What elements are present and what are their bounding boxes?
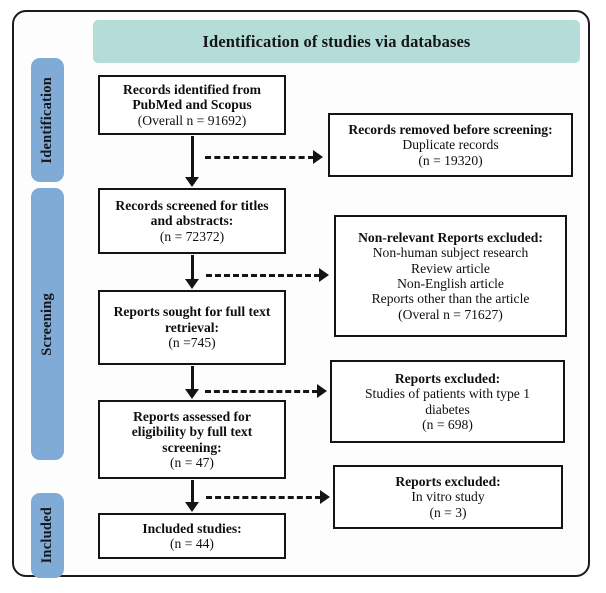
flow-box-records-removed: Records removed before screening: Duplic…	[328, 113, 573, 177]
flow-box-non-relevant-excluded: Non-relevant Reports excluded: Non-human…	[334, 215, 567, 337]
arrow-head	[320, 490, 330, 504]
stage-tab-screening: Screening	[31, 188, 64, 460]
flow-box-line: PubMed and Scopus	[132, 97, 252, 113]
flow-box-line: Records identified from	[123, 81, 261, 97]
flow-box-line: Reports sought for full text	[113, 304, 271, 320]
flow-box-line: Reports excluded:	[395, 473, 501, 489]
dashed-arrow-right-icon	[205, 384, 327, 398]
banner-title: Identification of studies via databases	[202, 31, 471, 51]
arrow-dashes	[206, 495, 321, 499]
arrow-down-icon	[185, 136, 199, 187]
flow-box-included-studies: Included studies: (n = 44)	[98, 513, 286, 559]
arrow-head	[185, 279, 199, 289]
arrow-down-icon	[185, 480, 199, 512]
flow-box-reports-sought: Reports sought for full text retrieval: …	[98, 290, 286, 365]
flow-box-line: retrieval:	[164, 319, 220, 335]
flow-box-line: In vitro study	[411, 489, 485, 505]
arrow-shaft	[190, 366, 194, 390]
diagram-banner: Identification of studies via databases	[93, 20, 580, 63]
arrow-head	[185, 389, 199, 399]
flow-box-line: and abstracts:	[150, 213, 234, 229]
flow-box-line: Reports excluded:	[394, 370, 501, 386]
arrow-head	[317, 384, 327, 398]
arrow-down-icon	[185, 366, 199, 399]
flow-box-line: diabetes	[425, 401, 470, 417]
arrow-shaft	[190, 480, 194, 503]
arrow-dashes	[205, 389, 318, 393]
flow-box-line: Records removed before screening:	[348, 121, 553, 137]
arrow-shaft	[190, 255, 194, 280]
flow-box-line: (n = 698)	[422, 416, 473, 432]
flow-box-line: (n = 44)	[170, 536, 214, 551]
flow-box-invitro-excluded: Reports excluded: In vitro study (n = 3)	[333, 465, 563, 529]
arrow-head	[185, 177, 199, 187]
arrow-head	[185, 502, 199, 512]
stage-tab-included: Included	[31, 493, 64, 578]
stage-tab-screening-label: Screening	[39, 292, 55, 356]
flow-box-line: (Overal n = 71627)	[398, 306, 503, 322]
arrow-down-icon	[185, 255, 199, 289]
flow-box-line: Included studies:	[142, 520, 242, 536]
flow-box-line: Studies of patients with type 1	[365, 386, 530, 402]
arrow-dashes	[205, 155, 314, 159]
flow-box-type1-excluded: Reports excluded: Studies of patients wi…	[330, 360, 565, 443]
flow-box-line: Review article	[411, 260, 490, 276]
flow-box-reports-assessed: Reports assessed for eligibility by full…	[98, 400, 286, 479]
flow-box-line: Non-relevant Reports excluded:	[358, 229, 543, 245]
flow-box-line: Reports other than the article	[371, 291, 530, 307]
flow-box-line: (Overall n = 91692)	[137, 112, 247, 128]
flow-box-line: (n = 72372)	[159, 228, 225, 244]
flow-box-line: (n = 19320)	[418, 152, 483, 168]
flow-box-line: Non-human subject research	[372, 245, 529, 261]
arrow-head	[319, 268, 329, 282]
stage-tab-identification: Identification	[31, 58, 64, 182]
flow-box-line: Duplicate records	[402, 137, 499, 153]
stage-tab-included-label: Included	[39, 507, 55, 564]
stage-tab-identification-label: Identification	[39, 76, 55, 164]
flow-box-line: screening:	[162, 439, 222, 455]
flow-box-line: Reports assessed for	[133, 408, 251, 424]
flow-box-line: (n =745)	[168, 335, 216, 351]
flow-box-line: (n = 47)	[170, 454, 214, 470]
flow-box-line: eligibility by full text	[131, 424, 253, 440]
dashed-arrow-right-icon	[206, 490, 330, 504]
flow-box-records-identified: Records identified from PubMed and Scopu…	[98, 75, 286, 135]
dashed-arrow-right-icon	[205, 150, 323, 164]
arrow-shaft	[190, 136, 194, 178]
flow-box-line: Non-English article	[397, 276, 504, 291]
arrow-dashes	[206, 273, 320, 277]
arrow-head	[313, 150, 323, 164]
flow-box-line: Records screened for titles	[115, 197, 269, 213]
flow-box-records-screened: Records screened for titles and abstract…	[98, 188, 286, 254]
dashed-arrow-right-icon	[206, 268, 329, 282]
flow-box-line: (n = 3)	[429, 504, 467, 520]
